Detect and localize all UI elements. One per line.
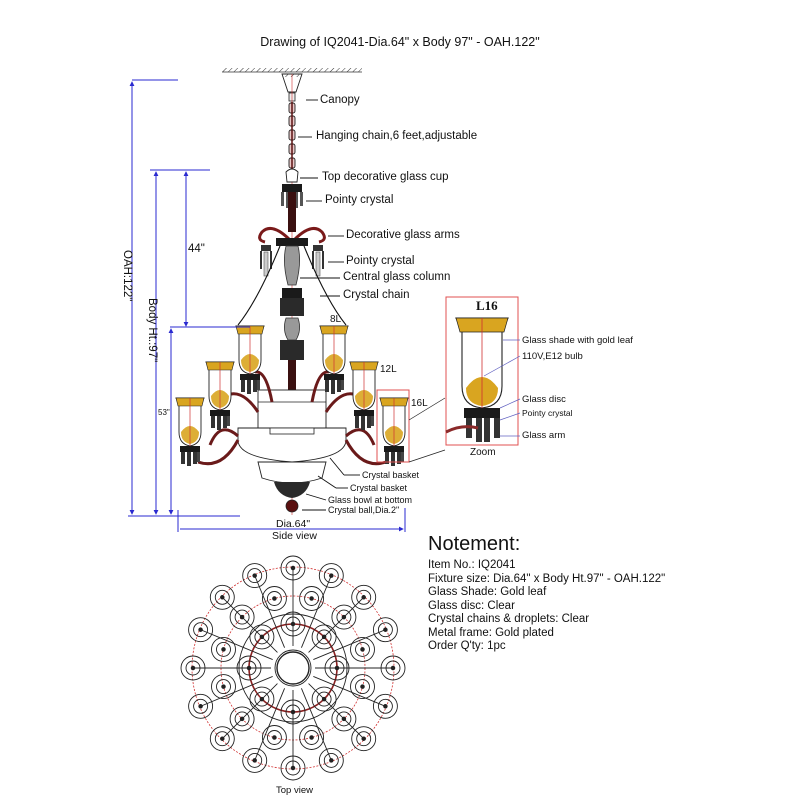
top-view-light-inner: [324, 655, 350, 681]
callout-pointy-crystal-top: Pointy crystal: [325, 194, 394, 206]
callout-top-cup: Top decorative glass cup: [322, 171, 449, 183]
top-view-light-outer: [209, 726, 235, 752]
callout-crystal-basket-2: Crystal basket: [350, 483, 408, 493]
zoom-shade: [455, 317, 509, 442]
callout-crystal-basket-1: Crystal basket: [362, 470, 420, 480]
top-view-light-middle: [261, 586, 287, 611]
dimension-lower: 53": [158, 408, 170, 417]
callout-crystal-ball: Crystal ball,Dia.2": [328, 505, 400, 515]
notes-row-glass-shade: Glass Shade: Gold leaf: [428, 586, 547, 598]
top-view-arm: [254, 688, 285, 761]
top-view-light-outer: [372, 693, 398, 719]
zoom-title: L16: [476, 298, 498, 313]
top-view-light-inner: [249, 624, 275, 650]
top-view-arm: [200, 676, 273, 707]
top-view-caption: Top view: [276, 785, 313, 796]
zoom-callout-pointy-crystal: Pointy crystal: [522, 408, 573, 418]
top-view-arm: [308, 596, 365, 653]
dimension-oah: OAH:122": [121, 250, 133, 302]
top-view-light-middle: [331, 604, 357, 630]
top-view-drawing: [180, 555, 406, 781]
top-view-light-middle: [229, 604, 255, 630]
top-view-light-middle: [299, 725, 325, 750]
top-view-light-outer: [242, 563, 268, 589]
top-view-arm: [221, 596, 278, 653]
zoom-caption: Zoom: [470, 447, 496, 458]
dimension-body-height: Body Ht.:97": [146, 298, 158, 363]
top-view-arm: [200, 629, 273, 660]
tier-label-16l: 16L: [411, 398, 428, 409]
top-view-arm: [254, 575, 285, 648]
top-view-light-outer: [209, 584, 235, 610]
tier-label-8l: 8L: [330, 314, 342, 325]
callout-hanging-chain: Hanging chain,6 feet,adjustable: [316, 130, 478, 142]
top-view-arm: [221, 683, 278, 740]
notes-row-glass-disc: Glass disc: Clear: [428, 599, 515, 612]
callout-canopy: Canopy: [320, 94, 360, 106]
zoom-callout-glass-shade: Glass shade with gold leaf: [522, 335, 633, 346]
top-view-light-middle: [211, 674, 236, 700]
callout-decorative-arms: Decorative glass arms: [346, 229, 460, 241]
top-view-light-outer: [188, 617, 214, 643]
top-view-light-inner: [249, 686, 275, 712]
top-view-light-outer: [188, 693, 214, 719]
top-view-light-outer: [180, 655, 206, 681]
top-view-light-middle: [261, 725, 287, 750]
dimension-diameter: Dia.64": [276, 518, 311, 530]
callout-pointy-crystal-mid: Pointy crystal: [346, 255, 415, 267]
notes-row-item-no: Item No.: IQ2041: [428, 559, 516, 571]
notes-row-crystal-chains: Crystal chains & droplets: Clear: [428, 613, 590, 625]
top-view-light-middle: [350, 636, 375, 662]
top-view-light-outer: [380, 655, 406, 681]
zoom-highlight-frame: [376, 389, 410, 463]
top-view-light-middle: [350, 674, 375, 700]
ceiling-hatch: [222, 68, 362, 72]
notes-heading: Notement:: [428, 533, 521, 555]
top-view-arm: [301, 575, 332, 648]
top-view-arm: [301, 688, 332, 761]
drawing-title: Drawing of IQ2041-Dia.64" x Body 97" - O…: [260, 35, 540, 49]
zoom-callout-glass-disc: Glass disc: [522, 394, 566, 405]
top-view-light-outer: [242, 747, 268, 773]
top-view-light-outer: [351, 726, 377, 752]
notes-panel: Notement: Item No.: IQ2041 Fixture size:…: [428, 533, 665, 654]
side-view-caption: Side view: [272, 530, 317, 542]
top-view-light-outer: [351, 584, 377, 610]
top-view-light-outer: [318, 747, 344, 773]
notes-row-order-qty: Order Q'ty: 1pc: [428, 640, 506, 652]
top-view-light-outer: [280, 555, 306, 581]
top-view-light-middle: [229, 706, 255, 732]
top-view-light-outer: [280, 755, 306, 781]
callout-central-column: Central glass column: [343, 271, 451, 283]
top-view-light-outer: [372, 617, 398, 643]
top-view-light-inner: [280, 699, 306, 725]
top-view-light-middle: [211, 636, 236, 662]
zoom-callout-glass-arm: Glass arm: [522, 430, 566, 441]
callout-glass-bowl: Glass bowl at bottom: [328, 495, 413, 505]
top-view-light-middle: [331, 706, 357, 732]
top-view-light-inner: [236, 655, 262, 681]
zoom-callout-bulb: 110V,E12 bulb: [522, 351, 583, 362]
top-view-light-outer: [318, 563, 344, 589]
dimension-upper: 44": [188, 243, 205, 255]
notes-row-metal-frame: Metal frame: Gold plated: [428, 626, 554, 639]
top-view-arm: [313, 629, 386, 660]
tier-label-12l: 12L: [380, 364, 397, 375]
top-view-arm: [313, 676, 386, 707]
top-view-arm: [308, 683, 365, 740]
callout-crystal-chain: Crystal chain: [343, 289, 410, 301]
top-view-light-inner: [311, 686, 337, 712]
top-view-light-inner: [280, 611, 306, 637]
notes-row-fixture-size: Fixture size: Dia.64" x Body Ht.97" - OA…: [428, 572, 666, 585]
top-view-light-inner: [311, 624, 337, 650]
top-view-light-middle: [299, 586, 325, 611]
